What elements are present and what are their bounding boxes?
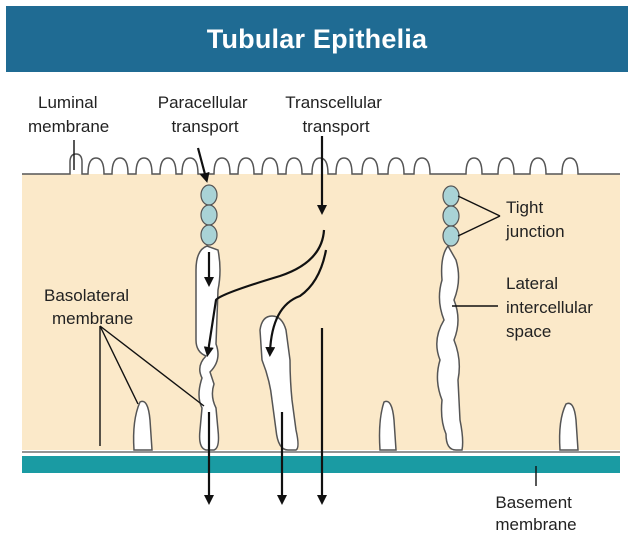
label-paracellular-transport: Paracellular transport — [158, 93, 253, 136]
label-basement-membrane: Basement membrane — [495, 493, 576, 534]
tight-junction-beads-right — [443, 186, 459, 246]
label-luminal-membrane: Luminal membrane — [28, 93, 109, 136]
label-transcellular-transport: Transcellular transport — [285, 93, 386, 136]
tight-junction-beads-left — [201, 185, 217, 245]
